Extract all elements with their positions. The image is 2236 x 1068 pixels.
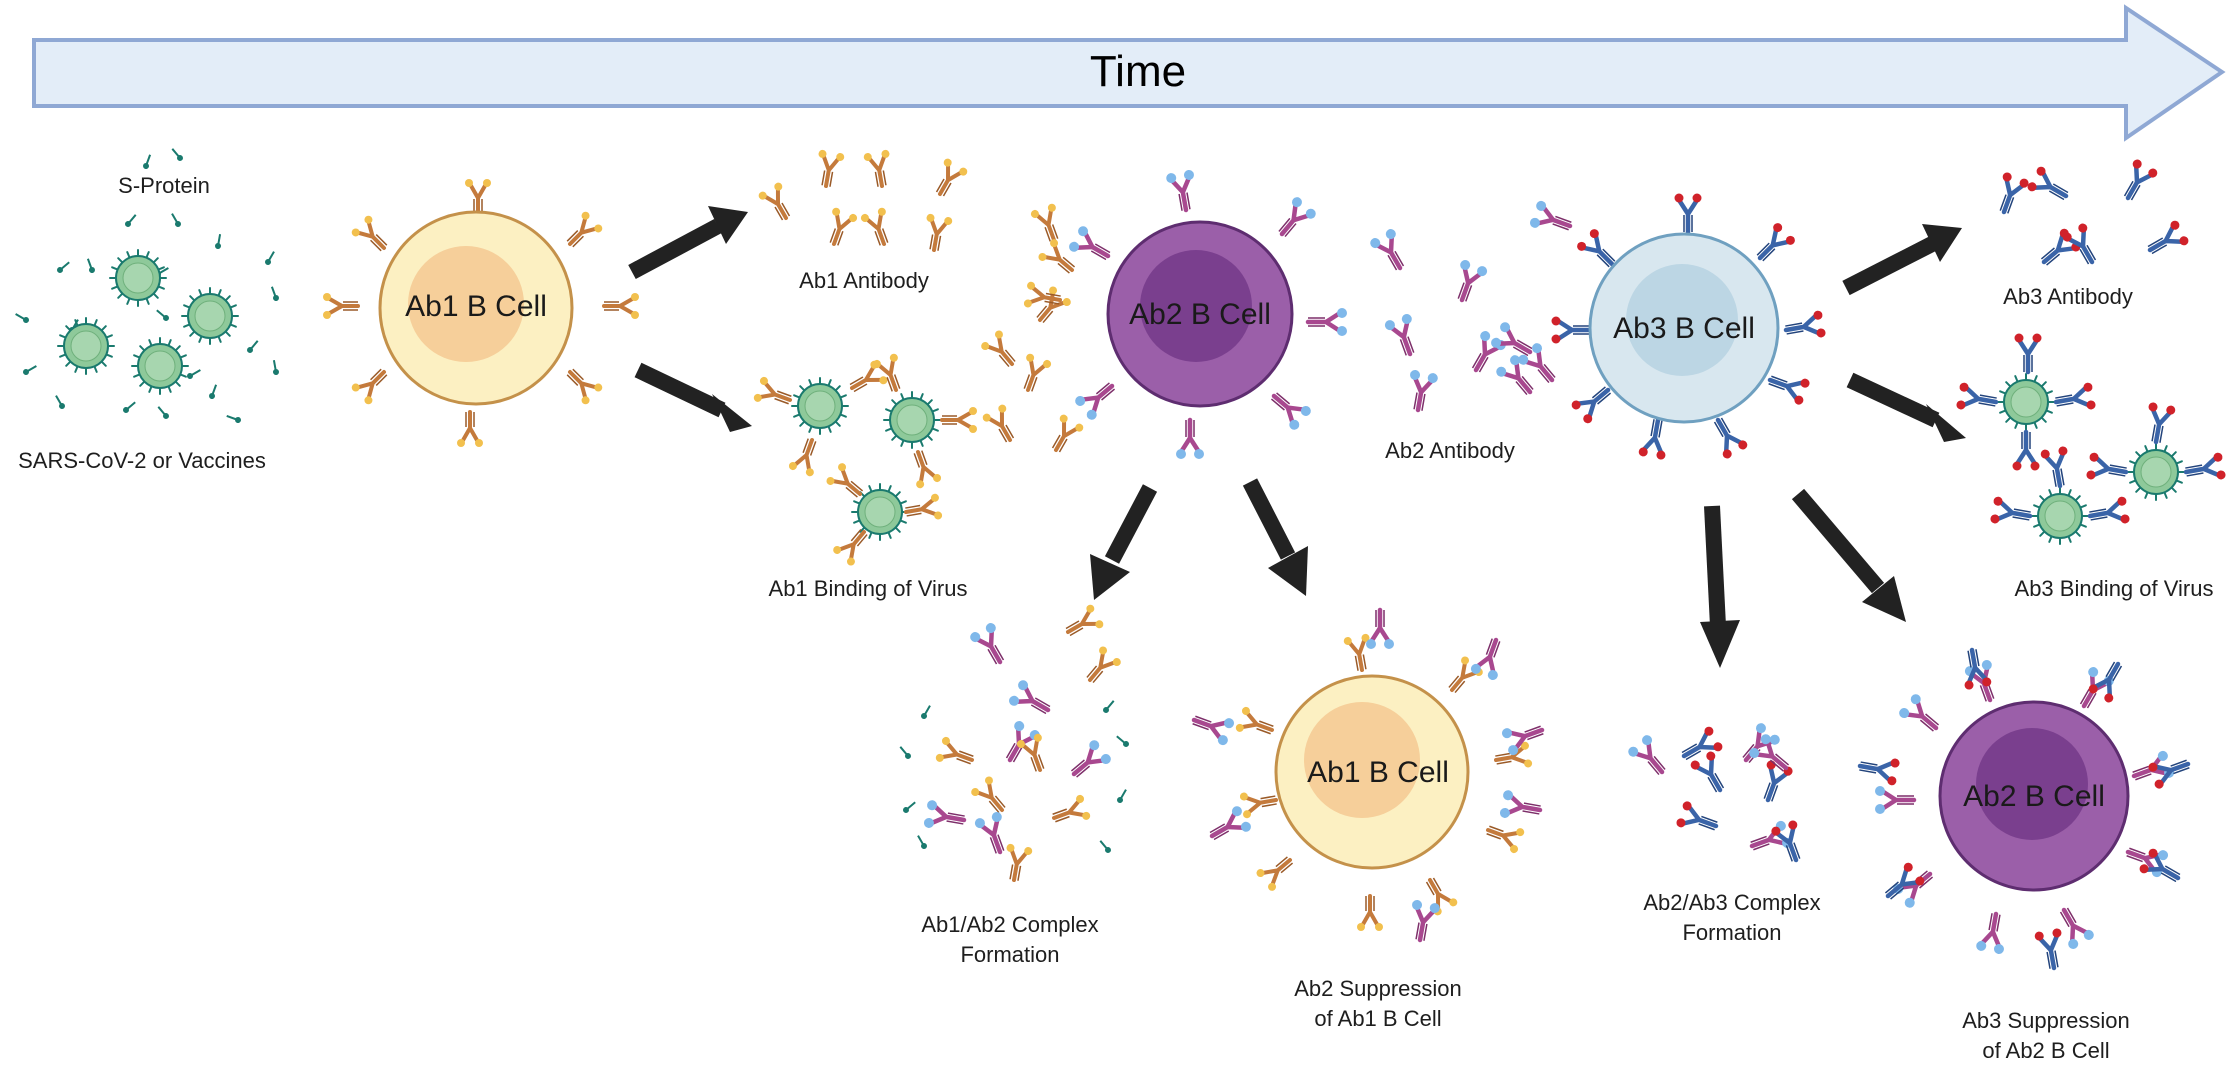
arrow-to-ab1-antibody: [628, 206, 748, 280]
ab3-suppression-label-line2: of Ab2 B Cell: [1982, 1038, 2109, 1063]
timeline-label: Time: [1090, 47, 1186, 96]
ab3-binding-antibodies: [1956, 334, 2227, 530]
arrow-to-ab2-suppression: [1242, 478, 1308, 596]
ab2-antibody-label: Ab2 Antibody: [1385, 438, 1515, 463]
ab2-suppression-label-line1: Ab2 Suppression: [1294, 976, 1462, 1001]
ab3-b-cell: [1588, 232, 1780, 424]
virus-particle: [791, 377, 849, 435]
virus-particle: [2031, 487, 2089, 545]
ab2-antibody-cluster: [1368, 227, 1540, 412]
ab1-ab2-complex-label-line1: Ab1/Ab2 Complex: [921, 912, 1098, 937]
ab1-b-cell-label: Ab1 B Cell: [405, 290, 547, 323]
s-protein-label: S-Protein: [118, 173, 210, 198]
ab2-ab3-complex-cluster: [1626, 721, 1808, 864]
ab3-antibody-label: Ab3 Antibody: [2003, 284, 2133, 309]
ab2-suppression-label-line2: of Ab1 B Cell: [1314, 1006, 1441, 1031]
virus-particle: [131, 337, 189, 395]
arrow-to-ab1-ab2-complex: [1090, 484, 1158, 600]
ab3-bound-ab2: [1516, 200, 1575, 389]
virus-particle: [57, 317, 115, 375]
ab1-ab2-complex-cluster: [896, 601, 1132, 885]
ab3-b-cell-label: Ab3 B Cell: [1613, 312, 1755, 345]
ab2-b-cell-suppressed: [1938, 700, 2130, 892]
ab1-free-antibodies: [977, 200, 1087, 459]
ab2-ab3-complex-label-line2: Formation: [1682, 920, 1781, 945]
virus-particle: [181, 287, 239, 345]
ab1-binding-antibodies: [750, 350, 979, 570]
source-label: SARS-CoV-2 or Vaccines: [18, 448, 266, 473]
ab1-binding-label: Ab1 Binding of Virus: [769, 576, 968, 601]
ab3-binding-label: Ab3 Binding of Virus: [2015, 576, 2214, 601]
ab1-antibody-cluster: [755, 147, 971, 255]
arrow-to-ab1-binding: [634, 362, 752, 432]
ab2-b-cell: [1106, 220, 1294, 408]
arrow-to-ab2-ab3-complex: [1700, 505, 1740, 668]
ab1-b-cell-suppressed: [1274, 674, 1470, 870]
ab3-antibody-cluster: [1991, 158, 2190, 272]
virus-particle: [1997, 373, 2055, 431]
arrow-to-ab3-suppression: [1791, 488, 1906, 622]
timeline-arrow: [32, 4, 2226, 142]
ab1-b-cell-suppressed-label: Ab1 B Cell: [1307, 756, 1449, 789]
ab2-b-cell-suppressed-label: Ab2 B Cell: [1963, 780, 2105, 813]
virus-particle: [109, 249, 167, 307]
ab1-ab2-complex-label-line2: Formation: [960, 942, 1059, 967]
ab2-b-cell-label: Ab2 B Cell: [1129, 298, 1271, 331]
ab3-suppression-label-line1: Ab3 Suppression: [1962, 1008, 2130, 1033]
arrow-to-ab3-binding: [1846, 372, 1966, 442]
ab2-ab3-complex-label-line1: Ab2/Ab3 Complex: [1643, 890, 1820, 915]
ab1-b-cell: [378, 210, 574, 406]
ab1-antibody-label: Ab1 Antibody: [799, 268, 929, 293]
virus-particle: [883, 391, 941, 449]
virus-particle: [2127, 443, 2185, 501]
arrow-to-ab3-antibody: [1842, 224, 1962, 296]
